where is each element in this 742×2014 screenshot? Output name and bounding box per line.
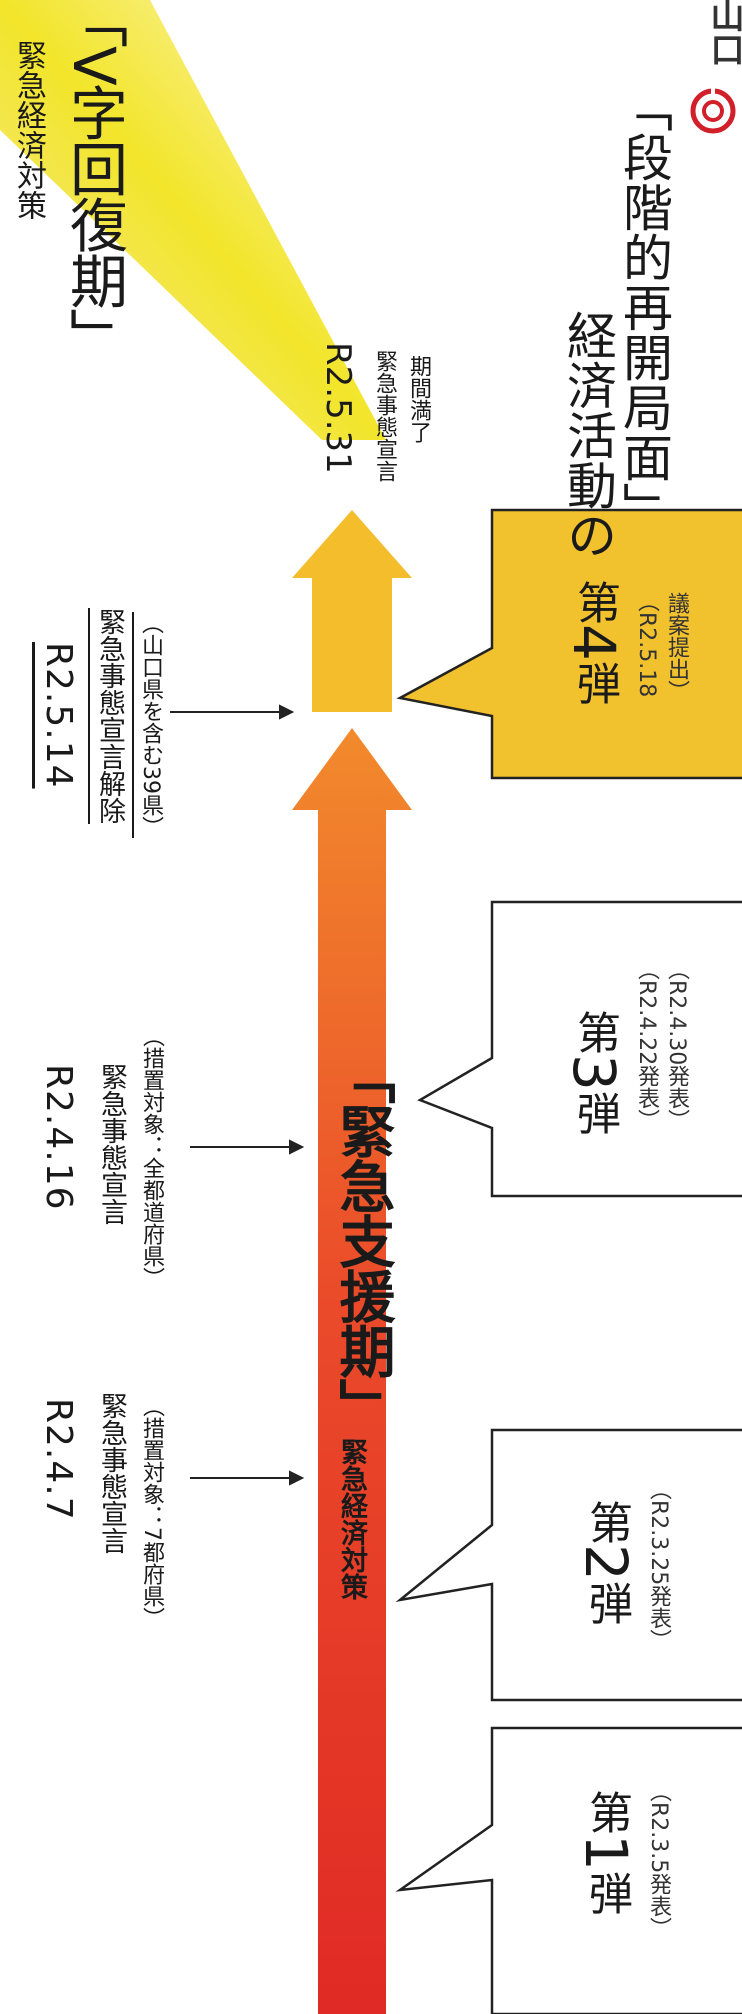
reopening-line1: 経済活動の bbox=[559, 310, 617, 560]
stage-label-1: 第1弾 bbox=[572, 1790, 640, 1915]
connector-head-1 bbox=[289, 1470, 305, 1486]
stage-label-4: 第4弾 bbox=[560, 580, 628, 705]
connector-head-2 bbox=[289, 1139, 305, 1155]
yamaguchi-logo bbox=[690, 88, 736, 134]
emergency-arrow bbox=[292, 728, 412, 2014]
logo-mark-icon bbox=[690, 88, 736, 134]
event-date-4: R2.5.31 bbox=[318, 342, 358, 474]
recovery-band bbox=[0, 0, 386, 440]
callout-box-3 bbox=[417, 900, 742, 1198]
reopening-arrow bbox=[292, 510, 412, 712]
event-date-2: R2.4.16 bbox=[38, 1064, 79, 1211]
event-name-1: 緊急事態宣言 bbox=[96, 1392, 127, 1554]
reopening-line2: 「段階的再開局面」 bbox=[615, 82, 673, 532]
event-note-1: （措置対象：7都府県） bbox=[139, 1395, 164, 1629]
logo-text: 山口 bbox=[704, 0, 742, 66]
stage-date-3b: （R2.4.30発表） bbox=[664, 958, 689, 1132]
callout-box-2 bbox=[395, 1428, 742, 1702]
event-note-4: 期間満了 bbox=[406, 355, 431, 443]
event-date-3: R2.5.14 bbox=[38, 642, 79, 789]
recovery-phase-prefix: 緊急経済対策 bbox=[11, 40, 46, 220]
stage-date-1: （R2.3.5発表） bbox=[646, 1780, 671, 1940]
recovery-phase-label: 「V字回復期」 bbox=[60, 0, 128, 364]
callout-box-1 bbox=[395, 1726, 742, 2014]
event-note-2: （措置対象：全都道府県） bbox=[139, 1025, 164, 1289]
event-name-4: 緊急事態宣言 bbox=[372, 350, 397, 482]
emergency-phase-prefix: 緊急経済対策 bbox=[336, 1438, 367, 1600]
stage-date-2: （R2.3.25発表） bbox=[646, 1478, 671, 1652]
event-name-3: 緊急事態宣言解除 bbox=[94, 608, 125, 824]
event-date-1: R2.4.7 bbox=[38, 1398, 79, 1521]
stage-date-4b: 議案提出） bbox=[664, 592, 689, 702]
stage-date-4a: （R2.5.18 bbox=[634, 590, 659, 698]
callout-box-4 bbox=[396, 508, 742, 780]
stage-date-3a: （R2.4.22発表） bbox=[634, 958, 659, 1132]
connector-head-3 bbox=[279, 704, 295, 720]
stage-label-3: 第3弾 bbox=[560, 1010, 628, 1135]
stage-label-2: 第2弾 bbox=[572, 1500, 640, 1625]
emergency-phase-label: 「緊急支援期」 bbox=[330, 1048, 395, 1433]
event-name-2: 緊急事態宣言 bbox=[96, 1063, 127, 1225]
event-note-3: （山口県を含む39県） bbox=[138, 612, 163, 838]
